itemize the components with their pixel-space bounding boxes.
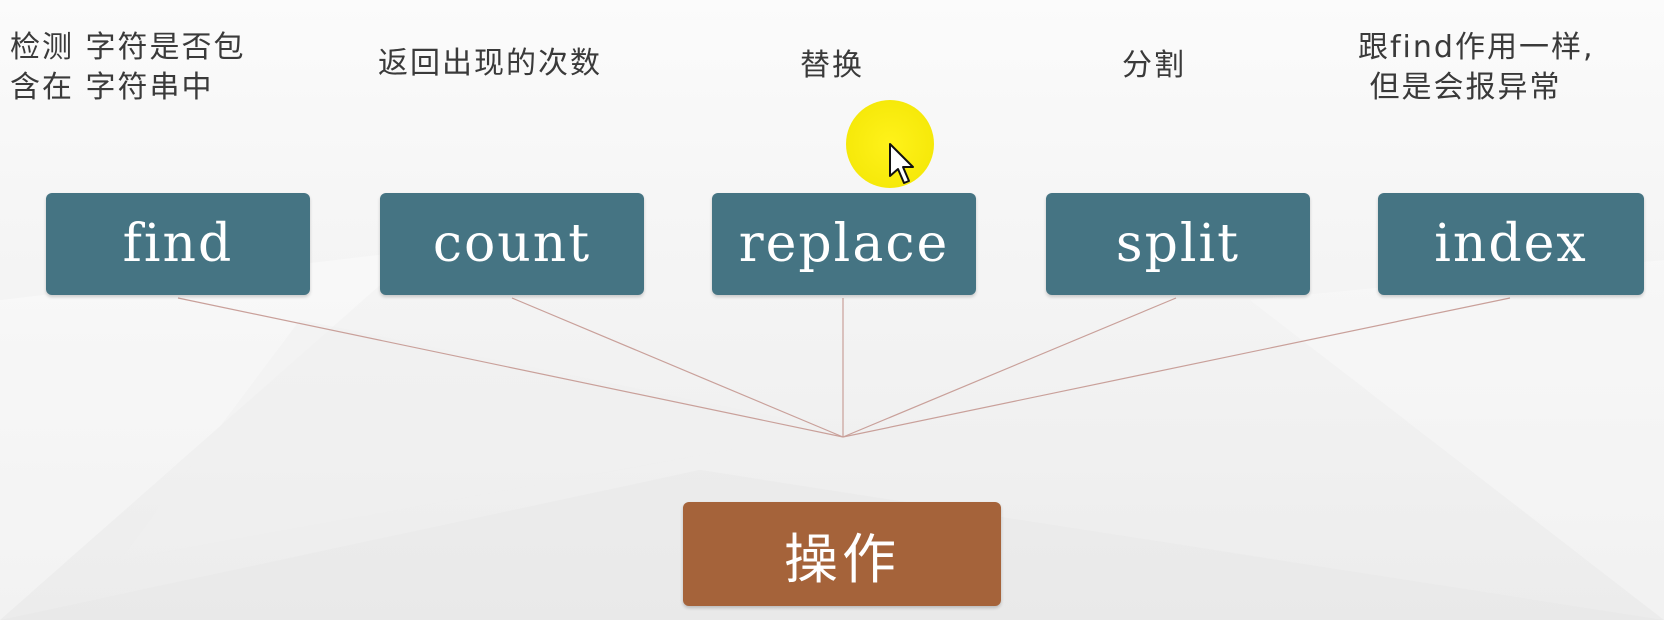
description-find: 检测 字符是否包 含在 字符串中 [10, 30, 246, 105]
connector-find [177, 297, 844, 438]
root-label: 操作 [784, 527, 900, 591]
description-split: 分割 [1122, 48, 1186, 83]
method-label-index: index [1434, 214, 1588, 274]
description-index: 跟find作用一样, 但是会报异常 [1358, 30, 1595, 105]
method-box-replace[interactable]: replace [712, 193, 976, 295]
description-replace: 替换 [800, 48, 864, 83]
connector-index [842, 297, 1511, 438]
connector-count [511, 297, 844, 438]
method-label-replace: replace [738, 214, 950, 274]
mouse-pointer-icon [889, 143, 914, 184]
description-count: 返回出现的次数 [378, 46, 602, 81]
method-box-index[interactable]: index [1378, 193, 1644, 295]
method-label-count: count [432, 214, 592, 274]
root-box-operations[interactable]: 操作 [683, 502, 1001, 606]
method-box-find[interactable]: find [46, 193, 310, 295]
connector-split [842, 297, 1177, 438]
method-label-split: split [1115, 214, 1241, 274]
method-box-count[interactable]: count [380, 193, 644, 295]
method-label-find: find [122, 214, 234, 274]
method-box-split[interactable]: split [1046, 193, 1310, 295]
